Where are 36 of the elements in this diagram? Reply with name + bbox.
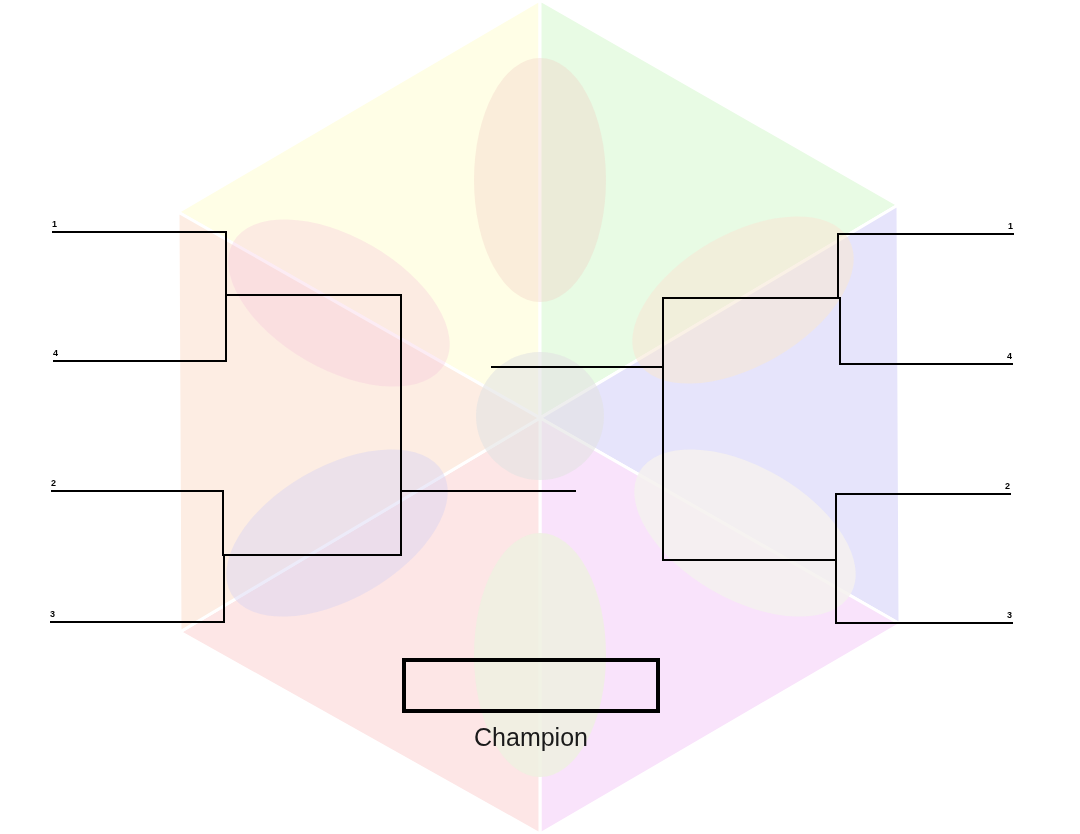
seed-number: 3 <box>1007 611 1012 620</box>
fill-in-line <box>836 622 1013 624</box>
bracket-connector <box>225 231 227 296</box>
answer-box <box>402 658 660 713</box>
bracket-connector <box>222 490 224 556</box>
bracket-connector <box>662 297 664 368</box>
fill-in-line <box>840 363 1013 365</box>
bracket-connector <box>837 233 839 299</box>
fill-in-line <box>50 621 224 623</box>
fill-in-line <box>223 554 401 556</box>
seed-number: 1 <box>52 220 57 229</box>
bracket-connector <box>835 493 837 561</box>
seed-number: 2 <box>51 479 56 488</box>
bracket-connector <box>223 554 225 623</box>
seed-number: 3 <box>50 610 55 619</box>
fill-in-line <box>51 490 223 492</box>
bracket-connector <box>839 297 841 365</box>
fill-in-line <box>663 559 836 561</box>
fill-in-line <box>838 233 1014 235</box>
bracket-connector <box>400 294 402 492</box>
seed-number: 4 <box>1007 352 1012 361</box>
fill-in-line <box>491 366 663 368</box>
fill-in-line <box>226 294 401 296</box>
bracket-connector <box>400 490 402 556</box>
fill-in-line <box>52 231 226 233</box>
seed-number: 1 <box>1008 222 1013 231</box>
bracket-connector <box>662 366 664 561</box>
fill-in-line <box>836 493 1011 495</box>
bracket-connector <box>835 559 837 624</box>
fill-in-line <box>663 297 838 299</box>
seed-number: 2 <box>1005 482 1010 491</box>
caption-label: Champion <box>474 725 588 750</box>
fill-in-line <box>53 360 226 362</box>
fill-in-line <box>401 490 576 492</box>
seed-number: 4 <box>53 349 58 358</box>
bracket-connector <box>225 294 227 362</box>
